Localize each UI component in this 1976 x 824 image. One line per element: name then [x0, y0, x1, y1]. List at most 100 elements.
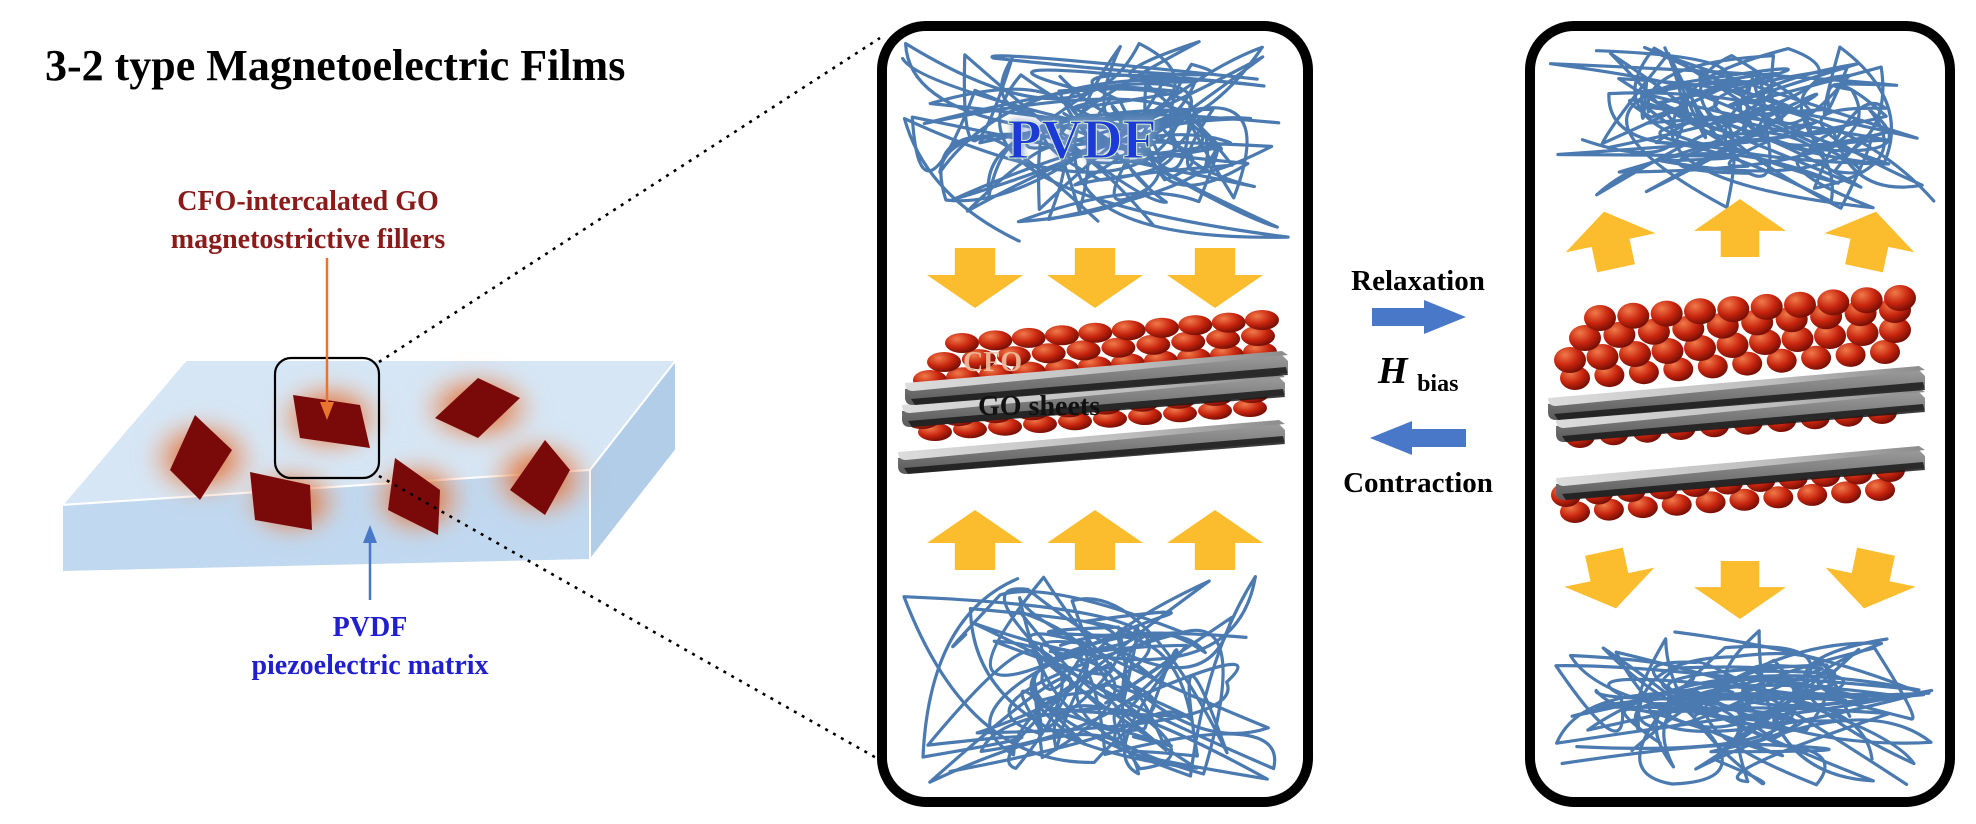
cfo-particle — [996, 346, 1031, 367]
cfo-particle — [1717, 296, 1750, 323]
cfo-particle — [1835, 342, 1866, 367]
cfo-particle — [1850, 287, 1883, 314]
force-arrow-icon — [927, 510, 1023, 570]
force-arrow-icon — [1825, 547, 1916, 609]
relaxation-label: Relaxation — [1351, 265, 1485, 297]
force-arrow-icon — [1047, 248, 1143, 308]
force-arrow-icon — [927, 248, 1023, 308]
polymer-chain — [1594, 47, 1863, 209]
cfo-particle — [1661, 493, 1692, 516]
matrix-pointer-arrow — [363, 525, 377, 600]
cfo-particle — [1569, 325, 1601, 351]
process-indicators: Relaxation H bias Contraction — [1343, 265, 1493, 499]
filler-pointer-arrow — [320, 258, 334, 420]
cfo-particle — [1603, 321, 1636, 348]
polymer-chains-top — [901, 40, 1290, 243]
film-side-face — [589, 357, 677, 563]
filler-flake — [416, 368, 540, 448]
cfo-particle — [1066, 340, 1101, 361]
cfo-particle — [1584, 305, 1616, 331]
force-arrow-icon — [1564, 547, 1655, 609]
cfo-particle — [1801, 345, 1832, 370]
cfo-particle — [1617, 302, 1650, 329]
cfo-particle — [1163, 404, 1197, 423]
cfo-particle — [1111, 320, 1146, 341]
cfo-particle — [1554, 347, 1586, 373]
cfo-go-stack-contracted — [898, 310, 1288, 474]
filler-flake — [366, 456, 470, 540]
polymer-chains-bottom — [902, 575, 1277, 784]
cfo-particle — [1136, 334, 1171, 355]
matrix-label-line2: piezoelectric matrix — [251, 650, 488, 681]
polymer-chain — [921, 575, 1270, 759]
polymer-chain — [970, 575, 1257, 778]
force-arrow-icon — [1047, 510, 1143, 570]
cfo-particle — [1211, 312, 1246, 333]
cfo-particle — [1729, 488, 1760, 511]
filler-flakes — [144, 368, 595, 540]
cfo-particle — [945, 333, 979, 353]
filler-flake — [272, 378, 388, 458]
cfo-particle — [1784, 291, 1816, 318]
cfo-particle — [961, 349, 996, 370]
polymer-chain — [1554, 646, 1934, 754]
cfo-particle — [1178, 315, 1213, 336]
cfo-particle — [1884, 285, 1916, 311]
filler-label-line1: CFO-intercalated GO — [177, 186, 439, 217]
cfo-particle — [1011, 327, 1046, 348]
cfo-particle — [1870, 340, 1900, 364]
zoom-lines — [378, 36, 881, 762]
force-arrow-icon — [1565, 211, 1656, 273]
cfo-particle — [1101, 337, 1136, 358]
matrix-label-line1: PVDF — [333, 612, 408, 643]
cfo-particle — [1781, 326, 1814, 352]
cfo-particle — [1586, 344, 1619, 370]
panel-polymer-label: PVDF — [1007, 109, 1156, 171]
cfo-particle — [1619, 341, 1651, 367]
cfo-particle — [1797, 483, 1828, 506]
cfo-particle — [1766, 348, 1797, 373]
cfo-particle — [1879, 317, 1911, 343]
filler-flake — [240, 464, 344, 540]
cfo-particle — [978, 330, 1013, 351]
process-arrow-icon — [1372, 300, 1466, 334]
polymer-chain — [901, 40, 1290, 239]
filler-label-line2: magnetostrictive fillers — [171, 224, 446, 255]
cfo-go-stack-relaxed — [1548, 285, 1925, 523]
polymer-chains-bottom — [1554, 629, 1934, 787]
cfo-particle — [1684, 298, 1716, 325]
cfo-particle — [1684, 335, 1716, 361]
cfo-particle — [1695, 491, 1726, 514]
polymer-chain — [1580, 45, 1919, 210]
go-sheet — [902, 373, 1285, 427]
polymer-chains-top — [1548, 45, 1936, 210]
cfo-particle — [1651, 338, 1684, 364]
cfo-particle — [1627, 496, 1658, 519]
cfo-particle — [1245, 310, 1279, 330]
cfo-particle — [1865, 479, 1895, 501]
force-arrow-icon — [1694, 561, 1786, 619]
cfo-particle — [1045, 325, 1079, 346]
force-arrow-icon — [1694, 199, 1786, 257]
cfo-particle — [1763, 486, 1794, 509]
cfo-particle — [1171, 331, 1206, 352]
compression-arrows — [927, 248, 1263, 570]
cfo-label: CFO — [963, 347, 1022, 378]
panel-contracted: PVDF CFO GO sheets — [877, 21, 1313, 807]
force-arrow-icon — [1167, 248, 1263, 308]
force-arrow-icon — [1167, 510, 1263, 570]
cfo-particle — [1817, 289, 1850, 316]
cfo-particle — [1128, 407, 1162, 425]
go-sheet — [898, 420, 1285, 474]
cfo-particle — [1078, 322, 1113, 343]
cfo-particle — [1846, 320, 1879, 346]
go-sheet — [1556, 388, 1925, 442]
cfo-particle — [1650, 300, 1683, 327]
cfo-particle — [1031, 343, 1066, 364]
cfo-particle — [927, 352, 961, 372]
filler-flake — [144, 414, 260, 502]
cfo-particle — [1750, 293, 1783, 320]
cfo-particle — [1749, 329, 1781, 355]
process-arrow-icon — [1370, 421, 1466, 455]
